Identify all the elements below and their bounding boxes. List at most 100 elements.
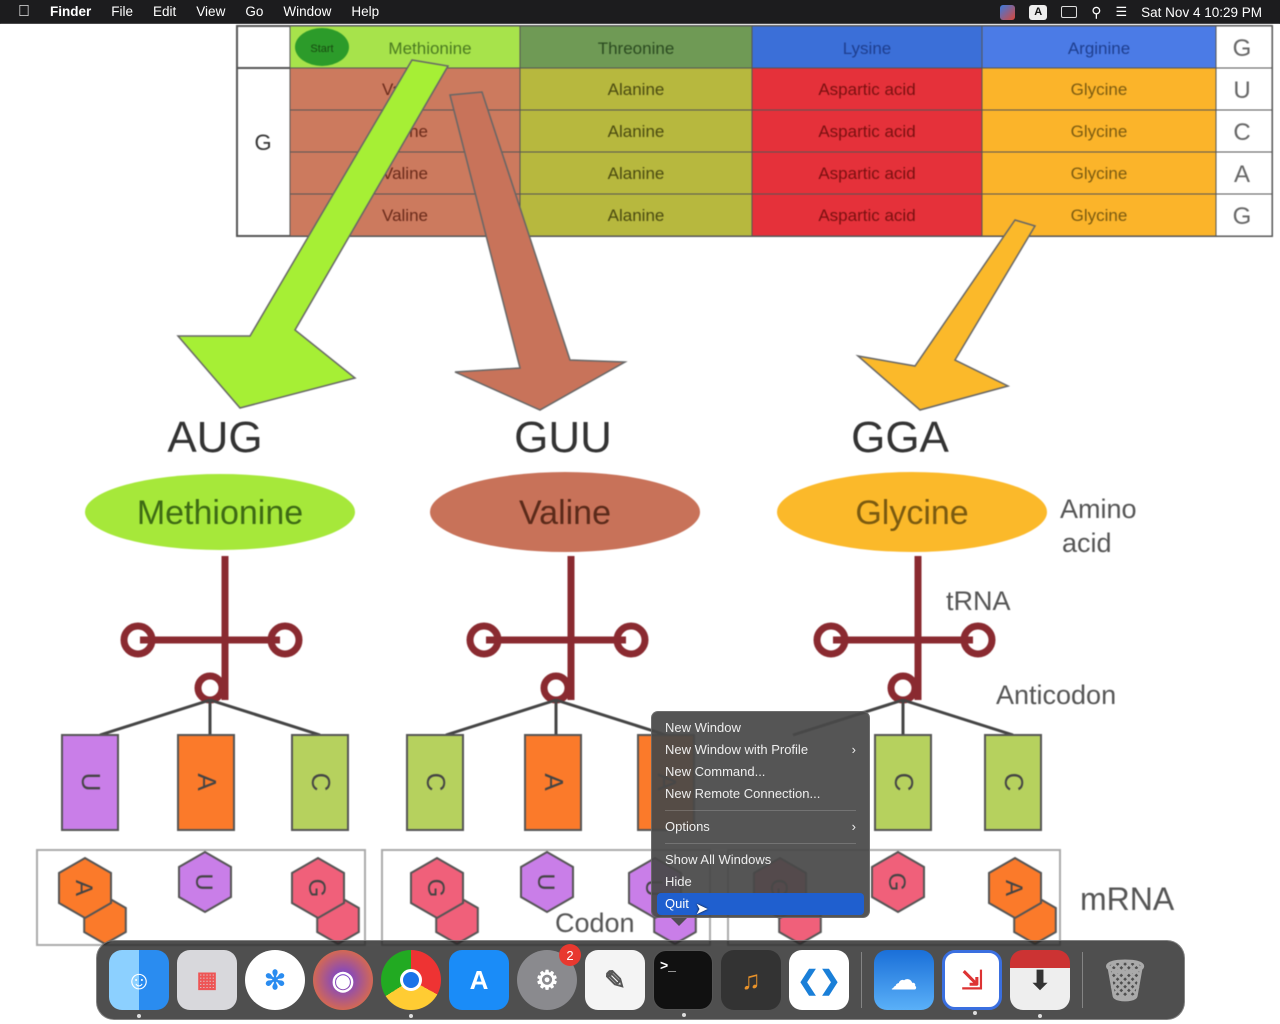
table-header: Lysine (843, 39, 892, 58)
dock-finder[interactable]: ☺ (109, 950, 169, 1018)
menu-file[interactable]: File (99, 4, 133, 19)
dock-garageband[interactable]: ♫ (721, 950, 781, 1010)
table-header: Threonine (598, 39, 675, 58)
dock-launchpad[interactable]: ▦ (177, 950, 237, 1010)
dock-vscode[interactable]: ❮❯ (789, 950, 849, 1010)
table-cell (519, 109, 753, 153)
menu-edit[interactable]: Edit (141, 4, 176, 19)
menu-clock[interactable]: Sat Nov 4 10:29 PM (1141, 4, 1262, 20)
dock-app-store[interactable]: A (449, 950, 509, 1010)
screen-app-icon[interactable] (1000, 4, 1016, 20)
menu-window[interactable]: Window (271, 4, 331, 19)
table-cell-text: Glycine (1071, 122, 1128, 141)
dock-terminal[interactable]: >_ (653, 950, 713, 1017)
dock-chrome[interactable] (381, 950, 441, 1018)
dock-downloader[interactable]: ⬇ (1010, 950, 1070, 1018)
table-header: Arginine (1068, 39, 1130, 58)
dock-separator (861, 952, 862, 1008)
menu-separator (665, 843, 856, 844)
menu-item-new-remote-connection[interactable]: New Remote Connection... (657, 783, 864, 805)
anticodon-base-letter: C (306, 773, 336, 792)
control-center-icon[interactable]: ☰ (1115, 4, 1128, 19)
context-menu-pointer (671, 918, 687, 926)
trna-label: tRNA (946, 586, 1011, 616)
table-cell-text: Aspartic acid (818, 80, 915, 99)
amino-acid-label: Valine (519, 494, 611, 532)
amino-label-line2: acid (1062, 528, 1112, 558)
table-cell-text: Alanine (608, 122, 665, 141)
dock-textedit[interactable]: ✎ (585, 950, 645, 1010)
anticodon-base (291, 734, 349, 831)
menu-item-quit[interactable]: Quit (657, 893, 864, 915)
table-cell (519, 193, 753, 237)
menu-item-new-window[interactable]: New Window (657, 717, 864, 739)
mrna-base-letter: U (190, 873, 217, 890)
table-cell (751, 151, 983, 195)
dock-screen-sharing[interactable]: ⇲ (942, 950, 1002, 1015)
table-cell-text: Aspartic acid (818, 206, 915, 225)
mrna-base-letter: G (303, 879, 330, 898)
notification-badge: 2 (559, 944, 581, 966)
table-cell-text: Alanine (608, 206, 665, 225)
anticodon-base-letter: C (421, 773, 451, 792)
mrna-label: mRNA (1080, 881, 1175, 917)
table-cell (751, 109, 983, 153)
anticodon-base (524, 734, 582, 831)
menu-app-name[interactable]: Finder (38, 4, 91, 19)
menu-item-label: Quit (665, 896, 689, 911)
dock-safari[interactable]: ✻ (245, 950, 305, 1010)
mrna-base (178, 850, 232, 914)
table-cell (519, 67, 753, 111)
dock-system-settings[interactable]: ⚙2 (517, 944, 581, 1010)
menu-item-show-all-windows[interactable]: Show All Windows (657, 849, 864, 871)
apple-icon[interactable]:  (0, 0, 40, 24)
table-cell-text: Valine (382, 164, 428, 183)
third-base: U (1233, 77, 1250, 104)
amino-acid-label: Methionine (137, 494, 303, 532)
table-cell-text: Glycine (1071, 80, 1128, 99)
chevron-right-icon: › (851, 819, 856, 834)
menu-go[interactable]: Go (233, 4, 263, 19)
mrna-base (58, 856, 112, 920)
table-cell-text: Alanine (608, 80, 665, 99)
menu-separator (665, 810, 856, 811)
input-source-indicator[interactable]: A (1029, 4, 1048, 20)
dock-firefox[interactable]: ◉ (313, 950, 373, 1010)
trna-molecule (813, 556, 996, 704)
menu-item-hide[interactable]: Hide (657, 871, 864, 893)
menu-item-label: Hide (665, 874, 692, 889)
menu-item-options[interactable]: Options› (657, 816, 864, 838)
genetic-code-diagram: G Methionine Threonine Lysine Arginine V… (0, 24, 1280, 1024)
mrna-base (410, 856, 464, 920)
mrna-base (520, 850, 574, 914)
terminal-dock-context-menu: New Window New Window with Profile› New … (651, 711, 870, 918)
anticodon-base-letter: C (999, 773, 1029, 792)
dock-trash[interactable]: 🗑 (1099, 958, 1151, 1003)
anticodon-base-letter: A (539, 773, 569, 791)
codon-label: AUG (167, 413, 262, 462)
anticodon-base (177, 734, 235, 831)
codon-label: GUU (514, 413, 612, 462)
table-cell-text: Glycine (1071, 164, 1128, 183)
menu-view[interactable]: View (184, 4, 225, 19)
menu-item-new-command[interactable]: New Command... (657, 761, 864, 783)
table-header: Methionine (388, 39, 471, 58)
anticodon-base-letter: U (76, 773, 106, 792)
anticodon-label: Anticodon (996, 680, 1116, 710)
mrna-base-letter: G (883, 873, 910, 892)
mrna-base-letter: G (422, 879, 449, 898)
menu-help[interactable]: Help (339, 4, 379, 19)
codon-table: G Methionine Threonine Lysine Arginine V… (236, 25, 1273, 237)
window-switcher-icon[interactable] (1061, 6, 1078, 18)
start-label: Start (310, 43, 333, 55)
mrna-base-letter: A (70, 880, 97, 896)
table-cell (519, 151, 753, 195)
table-cell (751, 67, 983, 111)
menu-item-new-window-with-profile[interactable]: New Window with Profile› (657, 739, 864, 761)
arrow-methionine (176, 59, 450, 409)
menu-item-label: New Remote Connection... (665, 786, 821, 801)
dock-weather[interactable]: ☁ (874, 950, 934, 1010)
spotlight-search-icon[interactable]: ⚲ (1091, 3, 1102, 20)
dock: ☺ ▦ ✻ ◉ A ⚙2 ✎ >_ ♫ ❮❯ ☁ ⇲ ⬇ 🗑 (96, 940, 1185, 1020)
anticodon-base (874, 734, 932, 831)
